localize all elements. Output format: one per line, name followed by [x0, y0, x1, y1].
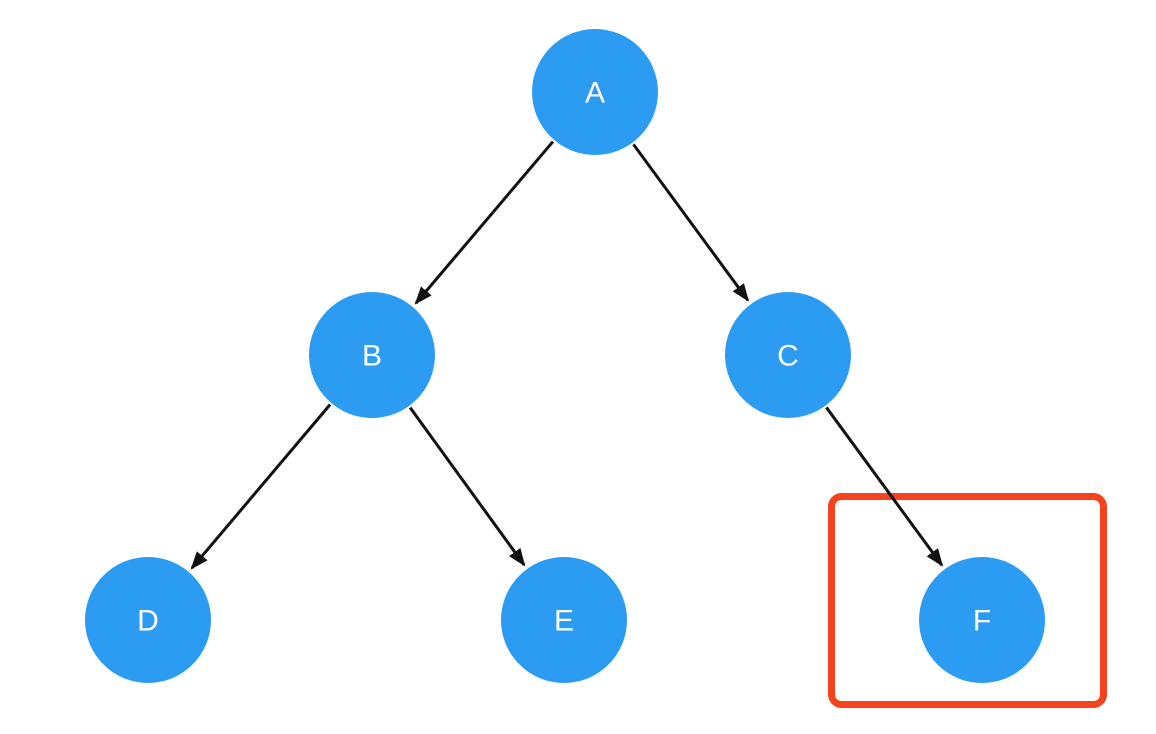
node-E-circle[interactable]	[501, 557, 627, 683]
node-F-circle[interactable]	[919, 557, 1045, 683]
edge-B-to-D	[190, 403, 332, 570]
node-D[interactable]: D	[85, 557, 211, 683]
node-C[interactable]: C	[725, 292, 851, 418]
node-B[interactable]: B	[309, 292, 435, 418]
edge-A-to-C	[632, 143, 749, 302]
node-A[interactable]: A	[532, 29, 658, 155]
node-F[interactable]: F	[919, 557, 1045, 683]
node-E[interactable]: E	[501, 557, 627, 683]
node-C-circle[interactable]	[725, 292, 851, 418]
edge-B-to-E	[408, 406, 526, 567]
highlight-box-node-F	[828, 493, 1107, 708]
node-A-circle[interactable]	[532, 29, 658, 155]
node-D-circle[interactable]	[85, 557, 211, 683]
edge-A-to-B	[414, 140, 555, 305]
edge-C-to-F	[825, 406, 944, 567]
node-B-circle[interactable]	[309, 292, 435, 418]
